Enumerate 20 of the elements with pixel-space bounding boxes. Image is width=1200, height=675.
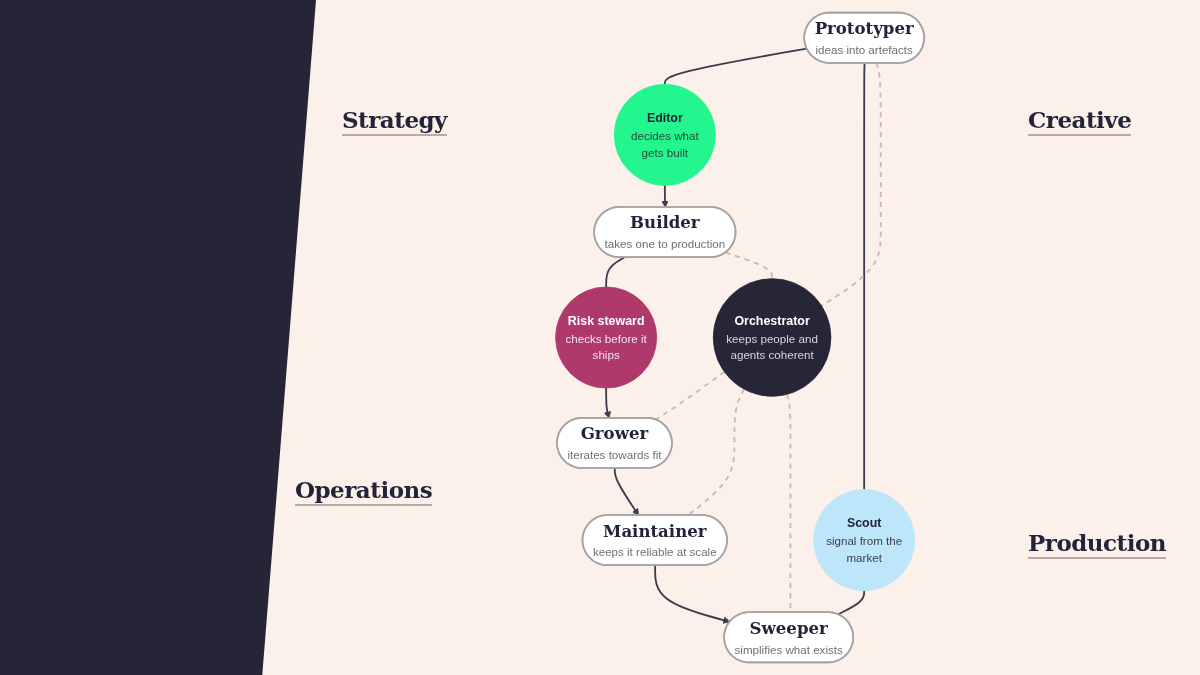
- connector: [605, 256, 626, 288]
- connector: [837, 589, 866, 616]
- node-circle: Risk steward checks before it ships: [555, 286, 658, 389]
- category-label: Production: [1028, 529, 1166, 559]
- node-circle: Scout signal from the market: [813, 489, 916, 592]
- connector: [654, 371, 726, 421]
- category-label: Creative: [1028, 106, 1132, 136]
- arrow: [661, 184, 669, 208]
- connector: [863, 62, 866, 491]
- category-label: Strategy: [342, 106, 447, 136]
- arrow: [654, 564, 731, 624]
- arrow: [614, 467, 640, 516]
- connector: [724, 251, 774, 280]
- node-circle: Editor decides what gets built: [614, 83, 716, 186]
- arrow: [604, 387, 612, 419]
- category-label: Operations: [295, 476, 433, 506]
- connector: [664, 47, 808, 86]
- connector: [820, 62, 882, 307]
- connector: [687, 388, 746, 517]
- node-circle: Orchestrator keeps people and agents coherent: [713, 278, 832, 397]
